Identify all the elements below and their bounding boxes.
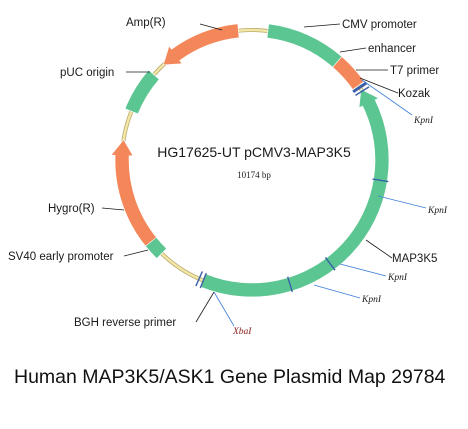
enhancer-leader: [339, 47, 367, 53]
label-kpn1: KpnI: [413, 116, 434, 126]
label-amp: Amp(R): [126, 17, 166, 29]
bgh-mark: [195, 271, 204, 287]
label-bgh: BGH reverse primer: [74, 317, 176, 329]
feature-arcs: [110, 23, 390, 298]
enhancer-arc: [332, 56, 365, 90]
sv40-arc: [145, 236, 168, 259]
label-cmv: CMV promoter: [342, 19, 417, 31]
amp-arc: [162, 23, 240, 66]
kpn1-leader: [361, 79, 413, 116]
label-map3k5: MAP3K5: [392, 253, 437, 265]
label-hygro: Hygro(R): [48, 203, 95, 215]
label-kpn2: KpnI: [427, 206, 448, 216]
leader-lines: [101, 23, 399, 323]
label-sv40: SV40 early promoter: [8, 251, 114, 263]
kpn2-mark: [372, 178, 389, 183]
map3k5-leader: [365, 239, 393, 259]
cmv-leader: [303, 23, 341, 28]
kpn3-mark: [324, 257, 336, 271]
label-xba: XbaI: [232, 327, 252, 337]
amp-leader: [199, 23, 223, 31]
label-kpn4: KpnI: [361, 295, 382, 305]
hygro-leader: [101, 207, 125, 211]
kpn4-leader: [313, 284, 361, 299]
kozak-leader: [359, 77, 399, 94]
map3k5-arc: [200, 88, 390, 298]
label-kpn3: KpnI: [387, 273, 408, 283]
label-enhancer: enhancer: [368, 43, 416, 55]
plasmid-name: HG17625-UT pCMV3-MAP3K5: [157, 144, 351, 160]
cmv-arc: [266, 23, 343, 68]
site-leader-lines: [213, 79, 427, 327]
kpn3-leader: [339, 263, 387, 277]
t7-mark: [352, 81, 368, 94]
label-puc: pUC origin: [60, 67, 114, 79]
puc-arc: [124, 69, 160, 115]
plasmid-size: 10174 bp: [237, 170, 271, 180]
map-caption: Human MAP3K5/ASK1 Gene Plasmid Map 29784: [14, 366, 446, 388]
bgh-leader: [195, 291, 215, 323]
hygro-arc: [110, 139, 159, 249]
kpn2-leader: [377, 195, 427, 209]
site-ticks: [195, 81, 389, 293]
kpn4-mark: [286, 276, 294, 293]
xba-mark: [199, 272, 207, 289]
xba-leader: [213, 291, 235, 327]
plasmid-map: Amp(R) CMV promoter enhancer T7 primer K…: [8, 17, 448, 337]
sv40-leader: [123, 249, 149, 257]
label-kozak: Kozak: [398, 88, 430, 100]
kpn1-mark: [355, 86, 370, 96]
label-t7: T7 primer: [390, 65, 439, 77]
